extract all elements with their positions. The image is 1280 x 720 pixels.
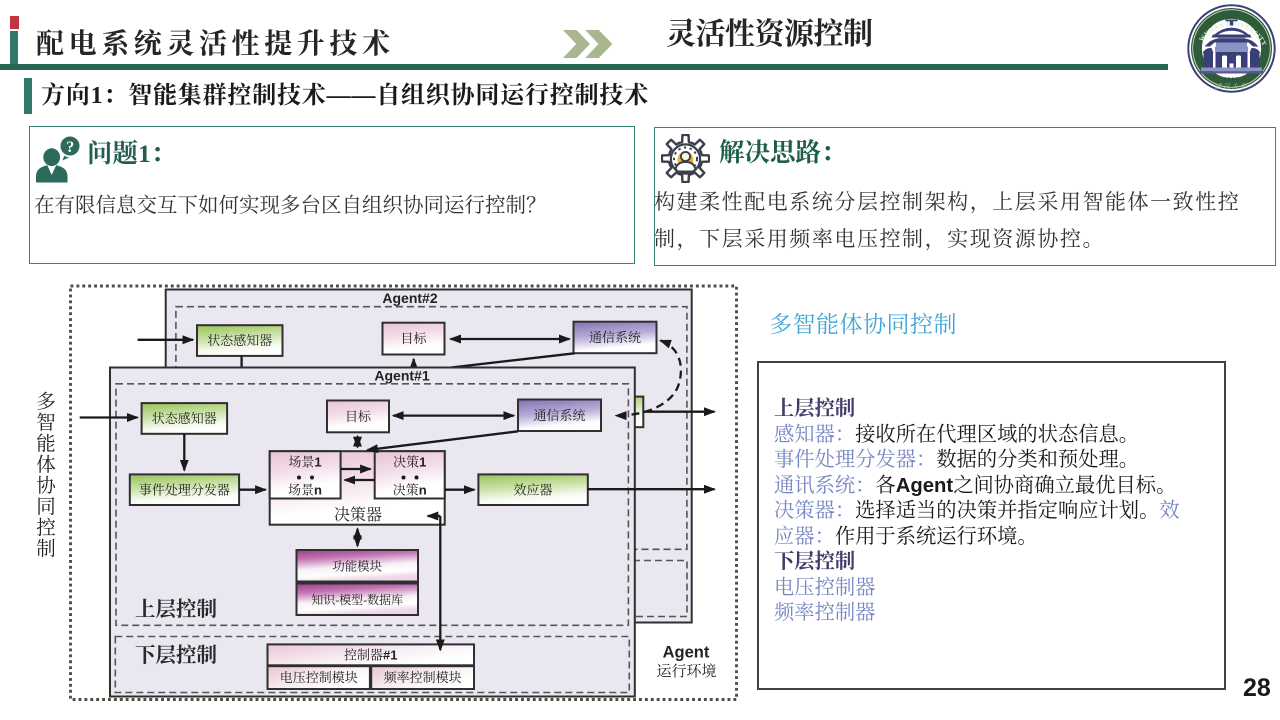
svg-text:多: 多 xyxy=(36,391,56,413)
svg-text:状态感知器: 状态感知器 xyxy=(207,333,272,348)
svg-text:同: 同 xyxy=(36,497,56,518)
svg-text:决策器: 决策器 xyxy=(334,506,382,524)
svg-text:制: 制 xyxy=(36,538,56,560)
svg-text:下层控制: 下层控制 xyxy=(135,644,217,667)
svg-text:体: 体 xyxy=(36,454,56,476)
svg-text:事件处理分发器: 事件处理分发器 xyxy=(139,483,230,498)
svg-text:决策n: 决策n xyxy=(393,483,427,498)
svg-text:频率控制模块: 频率控制模块 xyxy=(384,670,462,685)
svg-text:电压控制模块: 电压控制模块 xyxy=(280,670,358,685)
svg-text:协: 协 xyxy=(36,475,57,497)
svg-text:场景n: 场景n xyxy=(288,483,322,498)
svg-text:武汉大学: 武汉大学 xyxy=(1215,83,1249,91)
svg-text:目标: 目标 xyxy=(345,409,372,424)
svg-text:上层控制: 上层控制 xyxy=(135,598,217,621)
svg-text:Agent: Agent xyxy=(663,644,710,662)
svg-text:?: ? xyxy=(66,139,74,156)
svg-text:控制器#1: 控制器#1 xyxy=(344,648,397,663)
svg-text:智: 智 xyxy=(36,412,56,434)
svg-text:能: 能 xyxy=(36,433,56,455)
svg-text:Agent#1: Agent#1 xyxy=(374,368,429,384)
svg-text:知识-模型-数据库: 知识-模型-数据库 xyxy=(311,592,403,607)
svg-text:控: 控 xyxy=(36,517,56,539)
svg-text:决策1: 决策1 xyxy=(393,455,426,470)
svg-text:目标: 目标 xyxy=(400,331,427,346)
svg-text:功能模块: 功能模块 xyxy=(332,559,382,574)
svg-text:通信系统: 通信系统 xyxy=(533,408,585,423)
svg-text:Agent#2: Agent#2 xyxy=(382,290,437,306)
svg-text:效应器: 效应器 xyxy=(513,483,552,498)
svg-text:场景1: 场景1 xyxy=(288,455,321,470)
svg-text:运行环境: 运行环境 xyxy=(656,663,716,680)
svg-text:状态感知器: 状态感知器 xyxy=(152,411,217,426)
svg-text:1893: 1893 xyxy=(1224,76,1239,81)
svg-text:通信系统: 通信系统 xyxy=(589,330,641,345)
